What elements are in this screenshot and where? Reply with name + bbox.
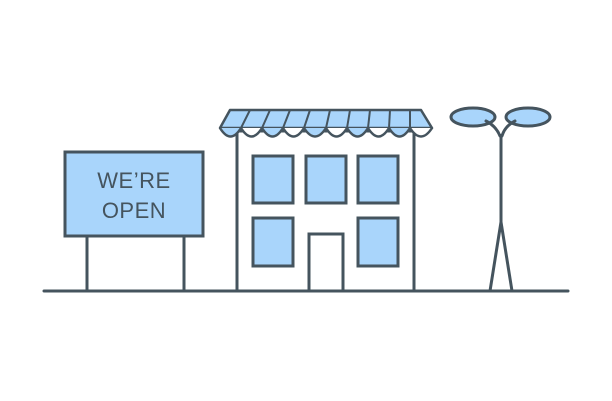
awning-scallops (218, 127, 434, 138)
sign-text-line2: OPEN (102, 198, 166, 223)
storefront-icon (218, 108, 434, 293)
sign-text-line1: WE’RE (97, 168, 170, 193)
lamp-arm-left (484, 119, 502, 138)
lamp-head-left (449, 106, 497, 128)
awning-stripes (240, 109, 411, 129)
shop-door (307, 232, 345, 293)
lamp-leg-left (488, 221, 503, 292)
window-top-right (356, 154, 400, 205)
window-bottom-right (356, 216, 400, 268)
street-lamp-icon (449, 106, 552, 292)
open-sign-icon: WE’RE OPEN (63, 150, 205, 291)
lamp-arm-right (500, 119, 517, 138)
lamp-leg-right (499, 221, 514, 292)
lamp-head-right (504, 106, 552, 128)
window-top-left (251, 154, 295, 205)
sign-board (63, 150, 205, 238)
window-bottom-left (251, 216, 295, 268)
window-top-center (304, 154, 348, 205)
